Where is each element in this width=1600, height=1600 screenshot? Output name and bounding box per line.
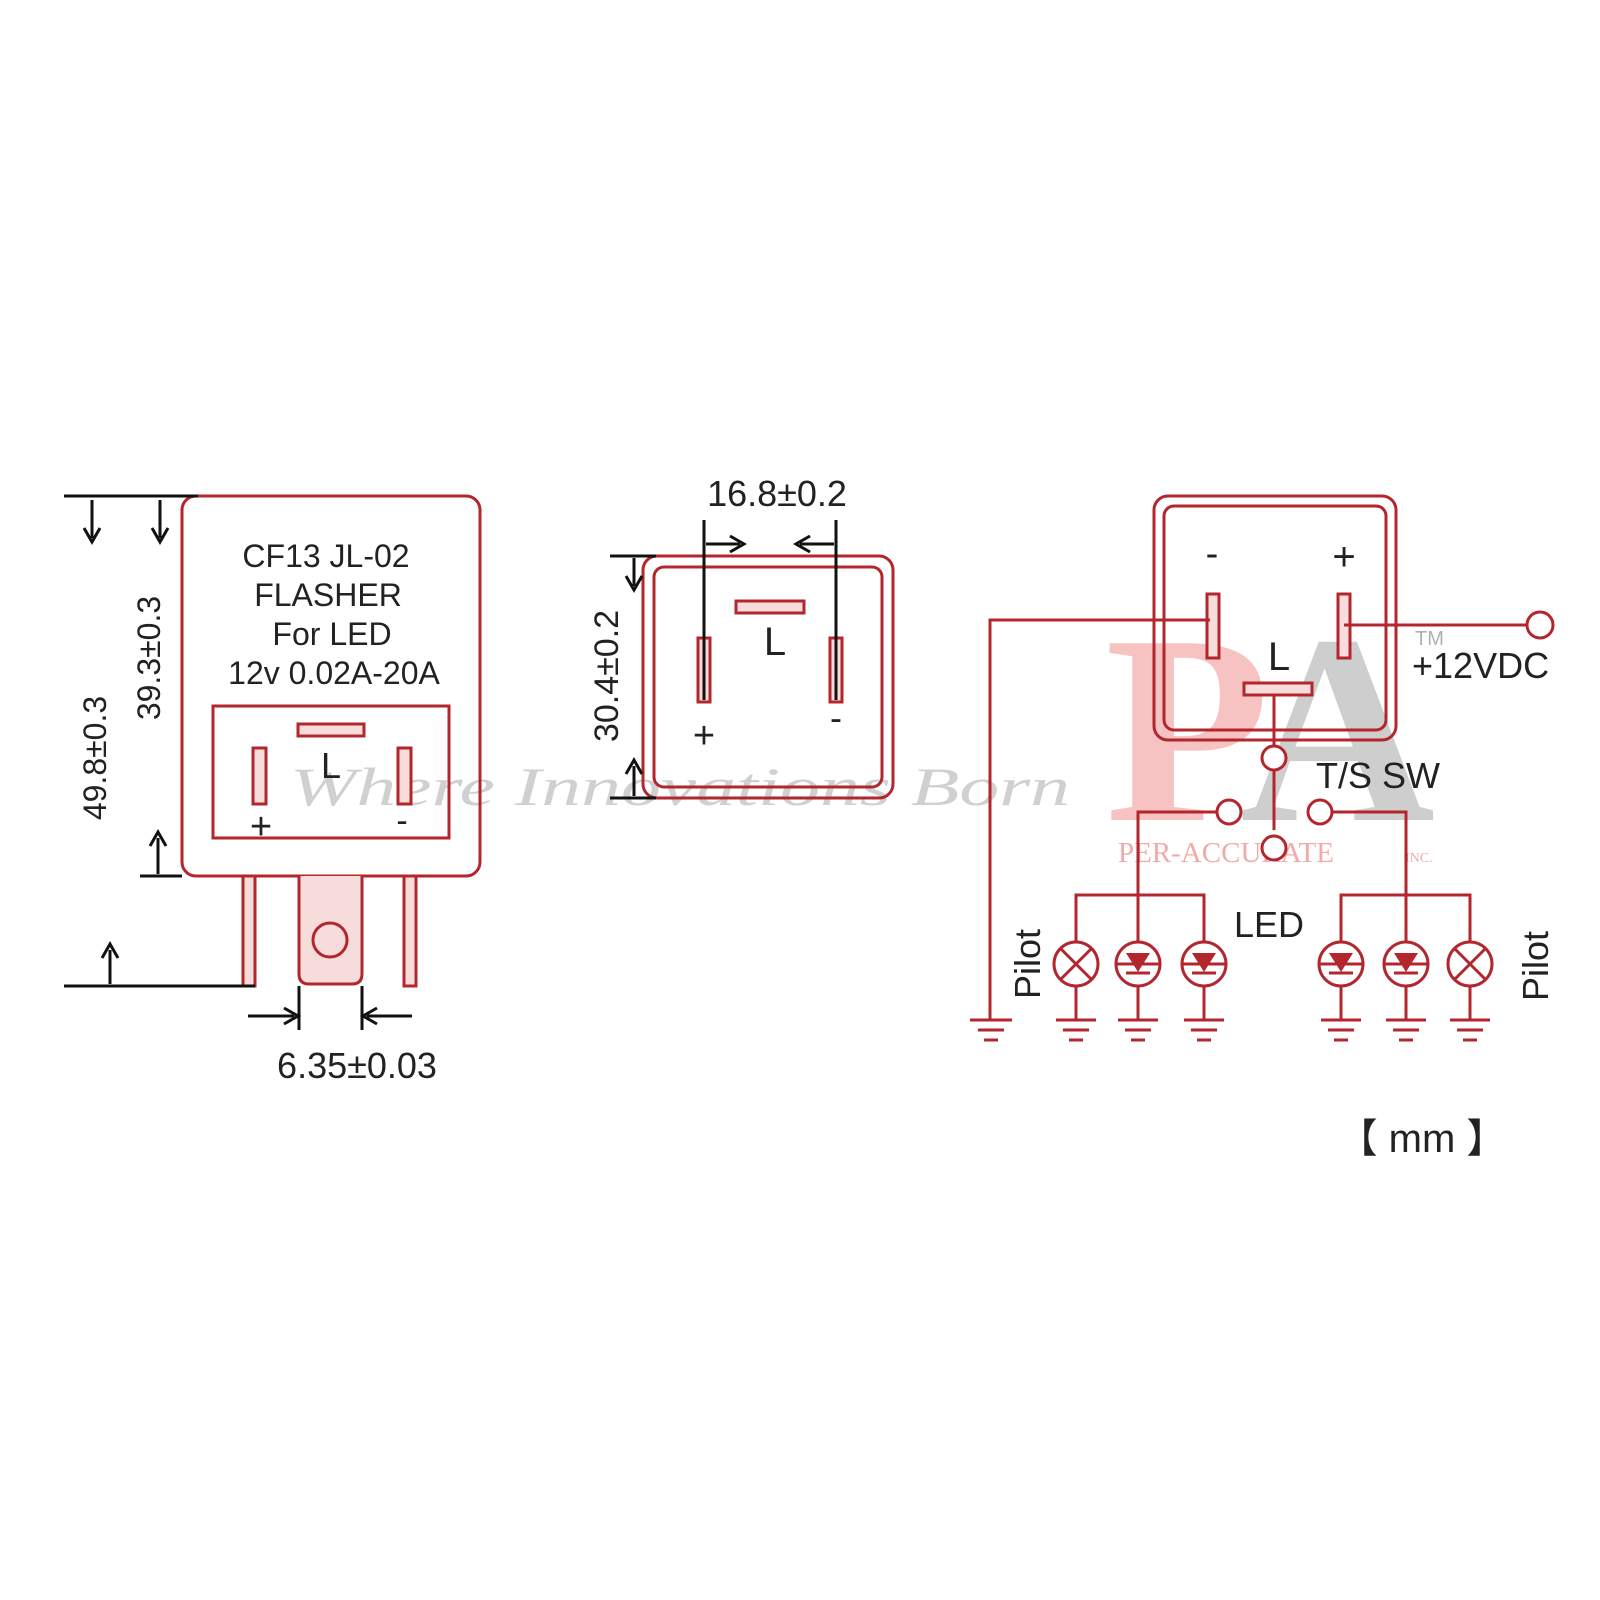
supply-label: +12VDC — [1412, 645, 1549, 686]
pin-l — [296, 722, 366, 738]
bottom-pin-l-label: L — [764, 620, 786, 664]
pin-window — [211, 704, 451, 840]
pilot-label-right: Pilot — [1515, 931, 1556, 1001]
bottom-outer — [641, 554, 895, 800]
pin-plus — [251, 746, 268, 806]
watermark-trademark: TM — [1415, 628, 1444, 650]
dim-depth-arrowhead-bottom — [624, 756, 644, 775]
dim-arrowhead-body-bottom — [148, 828, 168, 847]
pin-l-label: L — [321, 745, 341, 786]
bottom-pin-plus-label: + — [693, 715, 715, 757]
dim-arrowhead-total-top — [82, 527, 102, 546]
wiring-pin-plus-label: + — [1332, 535, 1355, 579]
led-lamp-right-1 — [1317, 940, 1365, 988]
dim-pin-arrowhead-left — [283, 1006, 302, 1026]
flasher-model-label: CF13 JL-02 — [242, 538, 409, 574]
lamp-grounds — [1056, 986, 1490, 1042]
terminal-left — [241, 874, 257, 988]
dim-body-height: 39.3±0.3 — [131, 596, 167, 720]
ground-wire — [988, 618, 1210, 1020]
pilot-label-left: Pilot — [1007, 929, 1048, 999]
dim-spacing-arrowhead-left — [729, 534, 748, 554]
wiring-pin-minus-label: - — [1206, 533, 1219, 575]
led-lamp-left-1 — [1114, 940, 1162, 988]
pilot-lamp-left — [1052, 940, 1100, 988]
flasher-rating-label: 12v 0.02A-20A — [228, 655, 440, 691]
switch-bottom-terminal — [1260, 834, 1288, 862]
bottom-pin-minus-label: - — [830, 697, 842, 738]
bottom-inner — [652, 565, 884, 789]
watermark-company: PER-ACCURATE — [1118, 837, 1334, 869]
terminal-right — [402, 874, 418, 988]
switch-left-terminal — [1215, 798, 1243, 826]
dim-depth-arrowhead-top — [624, 575, 644, 594]
bottom-view: L + - 16.8±0.2 30.4±0.2 — [588, 473, 895, 800]
flasher-type-label: FLASHER — [254, 577, 402, 613]
switch-right-terminal — [1306, 798, 1334, 826]
terminal-center — [297, 876, 364, 986]
switch-common-terminal — [1260, 744, 1288, 772]
pin-plus-label: + — [250, 806, 272, 848]
dim-total-height: 49.8±0.3 — [77, 696, 113, 820]
side-view: CF13 JL-02 FLASHER For LED 12v 0.02A-20A… — [64, 494, 482, 1086]
left-branch-wire — [1136, 810, 1217, 948]
switch-label: T/S SW — [1316, 755, 1440, 796]
dim-pin-width: 6.35±0.03 — [277, 1045, 437, 1086]
dim-arrowhead-body-top — [150, 527, 170, 546]
units-label: 【 mm 】 — [1338, 1117, 1507, 1161]
bottom-pin-l — [734, 599, 806, 615]
right-branch-wire — [1332, 810, 1408, 948]
terminal-hole — [311, 921, 349, 959]
supply-terminal — [1525, 610, 1555, 640]
led-label: LED — [1234, 904, 1304, 945]
pilot-lamp-right — [1446, 940, 1494, 988]
wiring-pin-l-label: L — [1268, 635, 1290, 679]
wiring-pin-l — [1242, 681, 1314, 697]
pin-minus-label: - — [396, 802, 407, 840]
wiring-diagram: - + L +12VDC T/S SW — [970, 494, 1556, 1042]
watermark-company-suffix: INC. — [1405, 851, 1433, 866]
dim-spacing-arrowhead-right — [792, 534, 811, 554]
led-lamp-right-2 — [1382, 940, 1430, 988]
wiring-pin-minus — [1205, 592, 1221, 660]
dim-pin-arrowhead-right — [359, 1006, 378, 1026]
dim-pin-spacing: 16.8±0.2 — [707, 473, 847, 514]
left-bus-wire — [1074, 893, 1206, 948]
flasher-usage-label: For LED — [272, 616, 391, 652]
dim-depth: 30.4±0.2 — [588, 610, 626, 742]
pin-minus — [396, 746, 413, 806]
dim-arrowhead-total-bottom — [100, 940, 120, 959]
led-lamp-left-2 — [1180, 940, 1228, 988]
right-bus-wire — [1339, 893, 1472, 948]
